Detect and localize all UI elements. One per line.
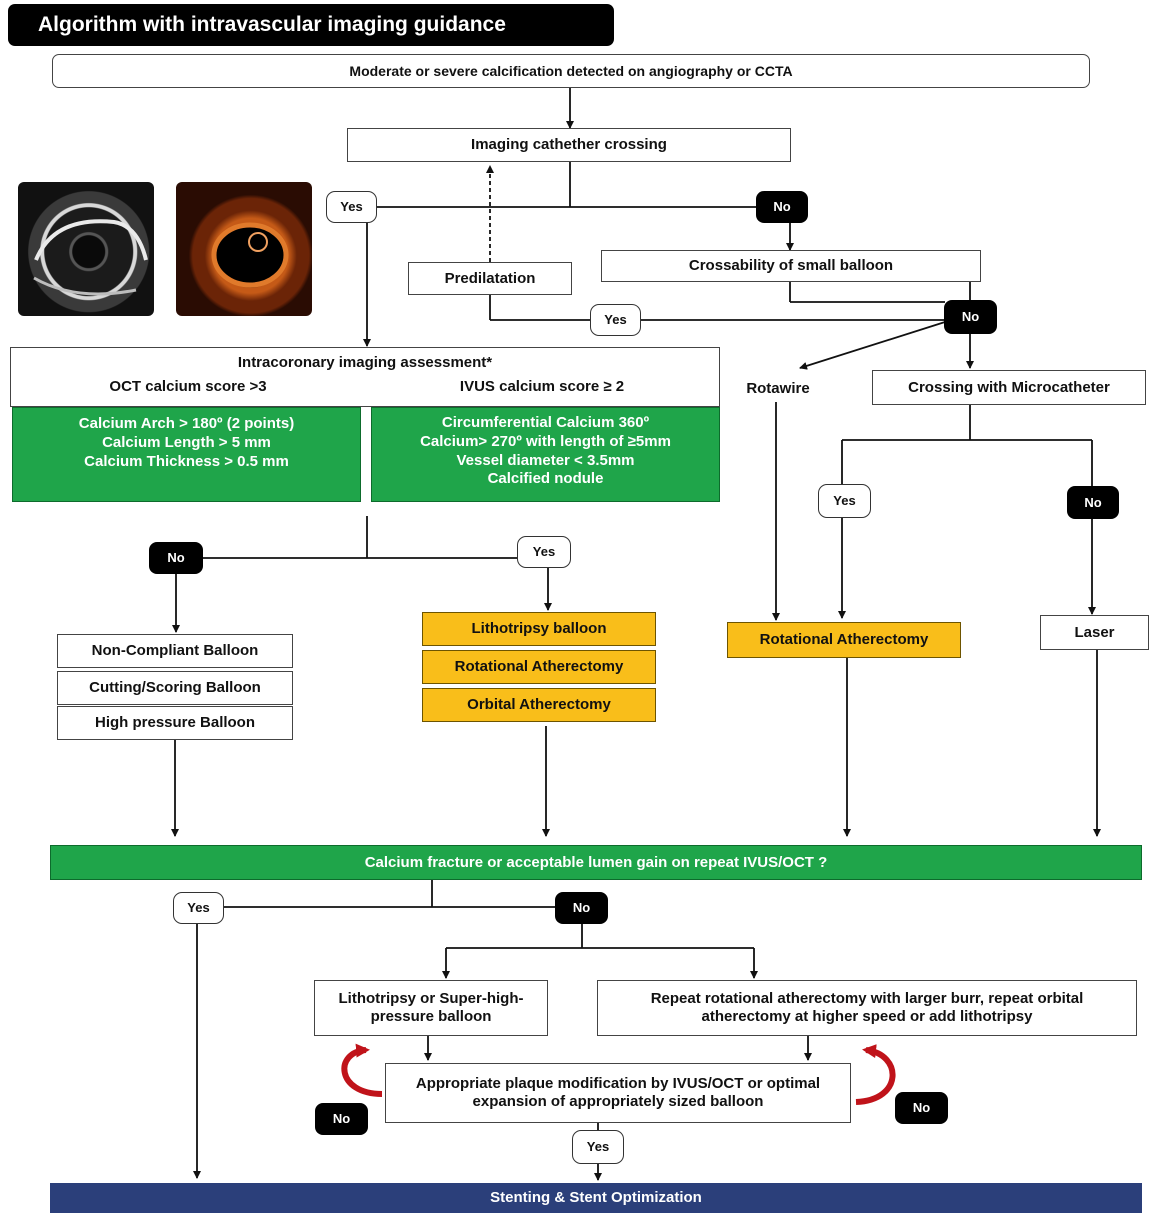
non-compliant-balloon-node: Non-Compliant Balloon [57, 634, 293, 668]
appropriate-plaque-modification-node: Appropriate plaque modification by IVUS/… [385, 1063, 851, 1123]
loop-left-no-label: No [315, 1103, 368, 1135]
imaging-catheter-crossing-node: Imaging cathether crossing [347, 128, 791, 162]
rotational-atherectomy-rotawire-node: Rotational Atherectomy [727, 622, 961, 658]
rotational-atherectomy-node: Rotational Atherectomy [422, 650, 656, 684]
oct-criterion: Calcium Thickness > 0.5 mm [84, 452, 289, 470]
fracture-yes-label: Yes [173, 892, 224, 924]
catheter-yes-label: Yes [326, 191, 377, 223]
oct-criterion: Calcium Arch > 180º (2 points) [78, 415, 295, 432]
oct-criterion: Calcium Length > 5 mm [102, 433, 271, 451]
repeat-rotational-atherectomy-node: Repeat rotational atherectomy with large… [597, 980, 1137, 1036]
high-pressure-balloon-node: High pressure Balloon [57, 706, 293, 740]
cutting-scoring-balloon-node: Cutting/Scoring Balloon [57, 671, 293, 705]
ivus-calcium-arc-icon [33, 219, 148, 296]
microcatheter-yes-label: Yes [818, 484, 871, 518]
intracoronary-title: Intracoronary imaging assessment* [237, 354, 493, 371]
crossability-small-balloon-node: Crossability of small balloon [601, 250, 981, 282]
laser-node: Laser [1040, 615, 1149, 650]
loop-right-no-label: No [895, 1092, 948, 1124]
appropriate-yes-label: Yes [572, 1130, 624, 1164]
ivus-criterion: Calcified nodule [487, 470, 604, 488]
microcatheter-no-label: No [1067, 486, 1119, 519]
fracture-no-label: No [555, 892, 608, 924]
lithotripsy-super-high-pressure-node: Lithotripsy or Super-high-pressure ballo… [314, 980, 548, 1036]
orbital-atherectomy-node: Orbital Atherectomy [422, 688, 656, 722]
lithotripsy-balloon-node: Lithotripsy balloon [422, 612, 656, 646]
catheter-no-label: No [756, 191, 808, 223]
ivus-criterion: Vessel diameter < 3.5mm [456, 451, 635, 469]
ivus-criteria-box: Circumferential Calcium 360º Calcium> 27… [371, 407, 720, 502]
oct-image [176, 182, 312, 316]
oct-score-label: OCT calcium score >3 [109, 378, 267, 395]
crossability-yes-label: Yes [590, 304, 641, 336]
oct-criteria-box: Calcium Arch > 180º (2 points) Calcium L… [12, 407, 361, 502]
rotawire-label: Rotawire [746, 380, 810, 397]
start-node: Moderate or severe calcification detecte… [52, 54, 1090, 88]
calcium-fracture-question-node: Calcium fracture or acceptable lumen gai… [50, 845, 1142, 880]
oct-lumen-icon [211, 222, 289, 288]
microcatheter-crossing-node: Crossing with Microcatheter [872, 370, 1146, 405]
imaging-yes-label: Yes [517, 536, 571, 568]
imaging-no-label: No [149, 542, 203, 574]
ivus-criterion: Calcium> 270º with length of ≥5mm [420, 432, 671, 450]
ivus-criterion: Circumferential Calcium 360º [441, 414, 650, 431]
predilatation-node: Predilatation [408, 262, 572, 295]
ivus-image [18, 182, 154, 316]
algorithm-title: Algorithm with intravascular imaging gui… [8, 4, 614, 46]
intracoronary-imaging-node: Intracoronary imaging assessment* OCT ca… [10, 347, 720, 407]
stenting-optimization-node: Stenting & Stent Optimization [50, 1183, 1142, 1213]
crossability-no-label: No [944, 300, 997, 334]
ivus-score-label: IVUS calcium score ≥ 2 [459, 378, 625, 395]
